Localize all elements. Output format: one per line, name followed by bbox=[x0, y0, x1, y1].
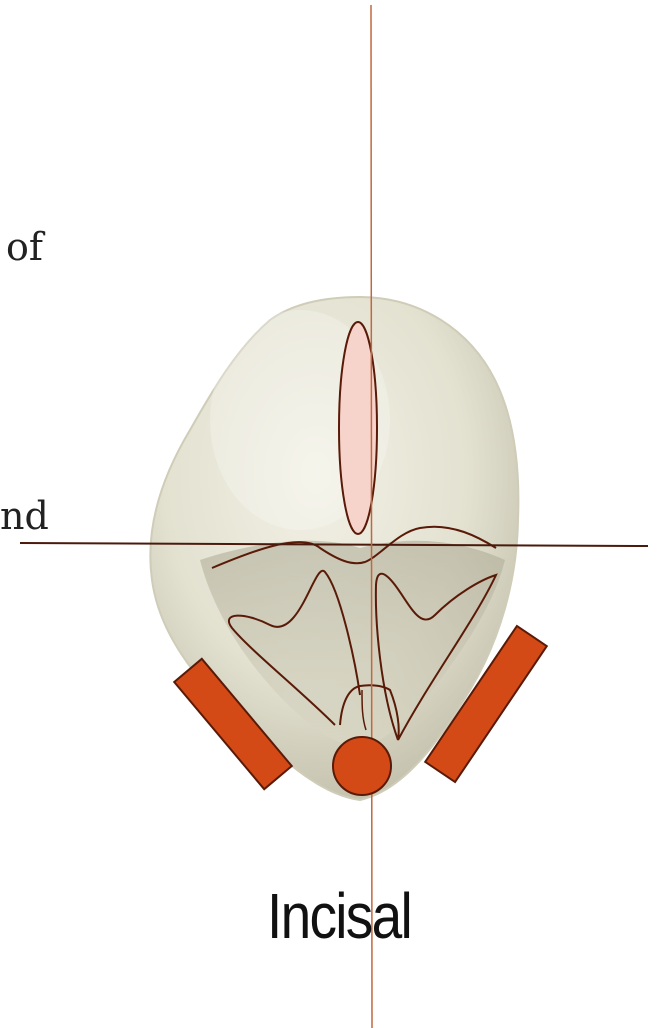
incisal-view-label: Incisal bbox=[267, 884, 411, 948]
cropped-text-fragment-upper: of bbox=[6, 228, 43, 266]
cropped-text-fragment-middle: nd bbox=[0, 497, 49, 535]
vertical-axis-line bbox=[371, 5, 372, 1028]
incisal-contact-circle bbox=[333, 737, 391, 795]
